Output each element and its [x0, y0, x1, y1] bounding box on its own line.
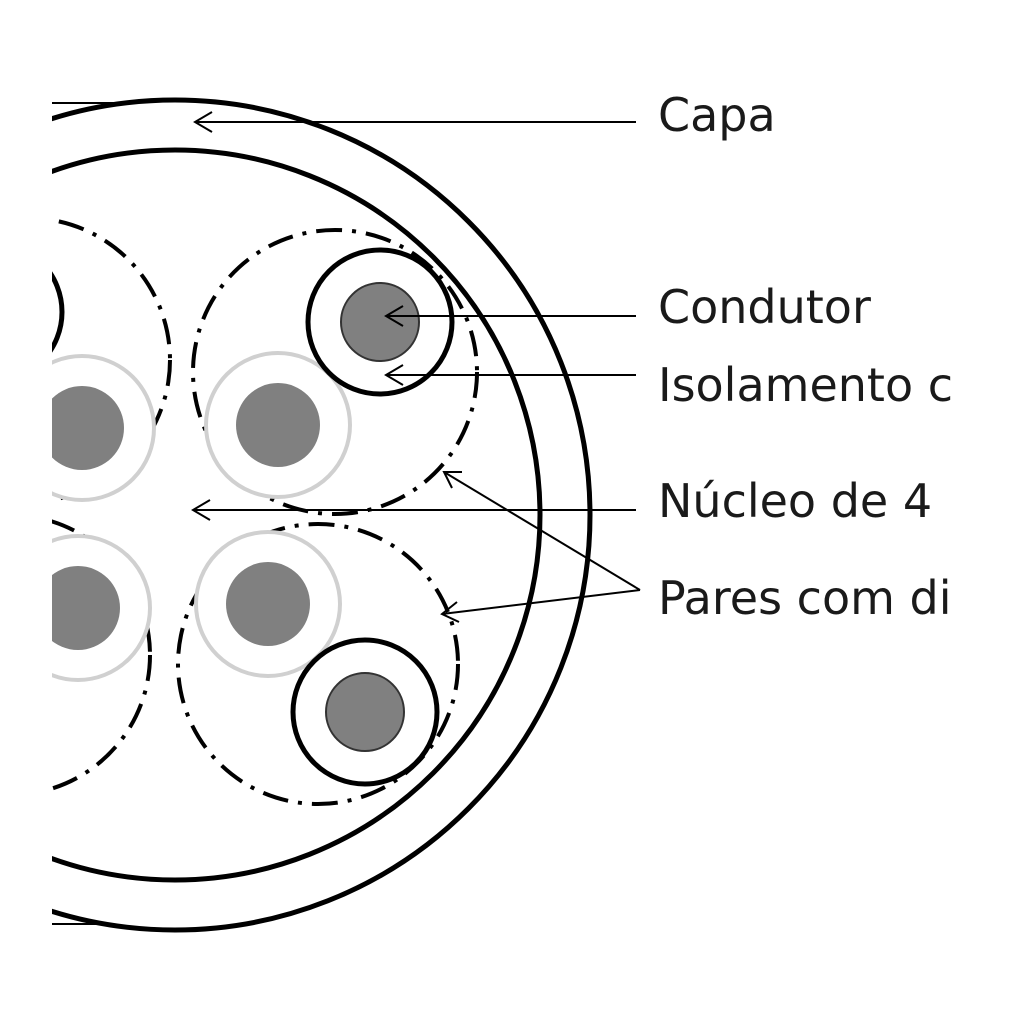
- labels: Capa Condutor Isolamento c Núcleo de 4 P…: [658, 88, 953, 625]
- pair-envelope-top-left: [52, 218, 172, 502]
- arrowhead-pares-upper: [442, 471, 462, 489]
- outer-jacket-circle: [52, 97, 593, 933]
- arrowhead-condutor: [384, 305, 404, 327]
- cable-drawing: [52, 97, 593, 933]
- pair-envelope-bottom-right: [176, 522, 460, 806]
- leader-lines: [191, 111, 641, 623]
- arrowhead-isolamento: [384, 364, 404, 386]
- pair-envelope-top-right: [191, 228, 479, 516]
- conductor-bottom: [325, 672, 405, 752]
- label-isolamento: Isolamento c: [658, 358, 953, 412]
- label-nucleo: Núcleo de 4: [658, 474, 932, 528]
- arrowhead-nucleo: [191, 499, 211, 521]
- inner-jacket-circle: [52, 147, 543, 883]
- conductor-2: [226, 562, 310, 646]
- arrowhead-pares-lower: [440, 601, 460, 623]
- leader-pares-upper: [443, 471, 641, 591]
- label-condutor: Condutor: [658, 280, 871, 334]
- conductor-top: [340, 282, 420, 362]
- dark-insulation-left-partial: [52, 271, 65, 353]
- leader-pares-lower: [441, 589, 641, 615]
- arrowhead-capa: [193, 111, 213, 133]
- conductor-3: [52, 386, 124, 470]
- pair-envelope-bottom-left: [52, 519, 152, 791]
- conductor-1: [236, 383, 320, 467]
- conductor-4: [52, 566, 120, 650]
- label-capa: Capa: [658, 88, 776, 142]
- label-pares: Pares com di: [658, 571, 952, 625]
